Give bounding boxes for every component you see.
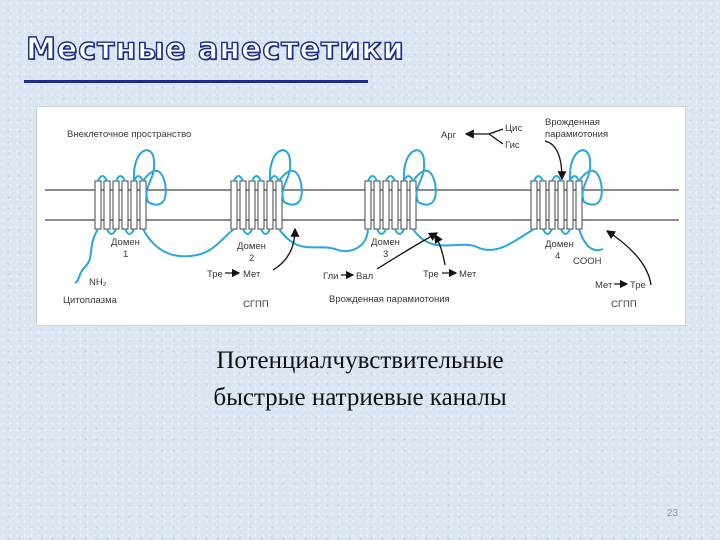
slide-title: Местные анестетики	[26, 32, 405, 67]
arrow-d3-up	[435, 235, 445, 265]
domain-4-label: Домен	[545, 239, 574, 250]
transmembrane-segment	[249, 181, 255, 229]
label-gly: Гли	[323, 271, 338, 282]
arrow-stem-cys	[489, 129, 503, 134]
label-tre-d4: Тре	[630, 280, 646, 291]
label-extracellular: Внеклеточное пространство	[67, 129, 191, 140]
title-underline	[24, 80, 368, 83]
transmembrane-segment	[383, 181, 389, 229]
slide-caption: Потенциалчувствительные быстрые натриевы…	[0, 342, 720, 416]
sodium-channel-diagram: Внеклеточное пространство Цитоплазма NH₂…	[36, 106, 686, 326]
label-met-d4: Мет	[595, 280, 613, 291]
intracellular-linkers	[75, 229, 603, 283]
arrow-congenital-top	[545, 141, 562, 179]
transmembrane-segment	[365, 181, 371, 229]
transmembrane-segment	[258, 181, 264, 229]
transmembrane-segment	[531, 181, 537, 229]
label-arg: Арг	[441, 130, 457, 141]
label-cys: Цис	[505, 123, 522, 134]
transmembrane-segment	[240, 181, 246, 229]
label-tre-d3: Тре	[423, 269, 439, 280]
transmembrane-segment	[95, 181, 101, 229]
transmembrane-segment	[267, 181, 273, 229]
transmembrane-segment	[140, 181, 146, 229]
label-sgpp-2: СГПП	[611, 299, 637, 310]
transmembrane-segment	[558, 181, 564, 229]
transmembrane-segment	[392, 181, 398, 229]
transmembrane-segment	[276, 181, 282, 229]
domain-3-number: 3	[383, 249, 388, 260]
transmembrane-segment	[567, 181, 573, 229]
domain-2-label: Домен	[237, 241, 266, 252]
label-congenital-bottom: Врожденная парамиотония	[329, 294, 450, 305]
transmembrane-segment	[410, 181, 416, 229]
caption-line-2: быстрые натриевые каналы	[0, 379, 720, 416]
domain-4-number: 4	[555, 251, 560, 262]
transmembrane-segment	[374, 181, 380, 229]
label-cytoplasm: Цитоплазма	[63, 295, 118, 306]
transmembrane-segment	[549, 181, 555, 229]
domain-3-label: Домен	[371, 237, 400, 248]
transmembrane-segment	[131, 181, 137, 229]
label-met-d3: Мет	[459, 269, 477, 280]
page-number: 23	[667, 508, 678, 519]
transmembrane-segment	[401, 181, 407, 229]
transmembrane-segment	[104, 181, 110, 229]
diagram-svg: Внеклеточное пространство Цитоплазма NH₂…	[37, 107, 685, 325]
transmembrane-segment	[576, 181, 582, 229]
label-tre-d2: Тре	[207, 269, 223, 280]
transmembrane-segment	[231, 181, 237, 229]
domain-1-number: 1	[123, 249, 128, 260]
domain-2-number: 2	[249, 253, 254, 264]
label-his: Гис	[505, 140, 520, 151]
arrow-stem-his	[489, 134, 503, 144]
label-met-d2: Мет	[243, 269, 261, 280]
domain-1-label: Домен	[111, 237, 140, 248]
label-sgpp-1: СГПП	[243, 299, 269, 310]
label-nh2: NH₂	[89, 277, 107, 288]
label-val: Вал	[356, 271, 373, 282]
label-cooh: COOH	[573, 256, 602, 267]
transmembrane-segment	[122, 181, 128, 229]
transmembrane-segment	[540, 181, 546, 229]
arrow-d4-up	[607, 231, 651, 285]
caption-line-1: Потенциалчувствительные	[0, 342, 720, 379]
transmembrane-segment	[113, 181, 119, 229]
